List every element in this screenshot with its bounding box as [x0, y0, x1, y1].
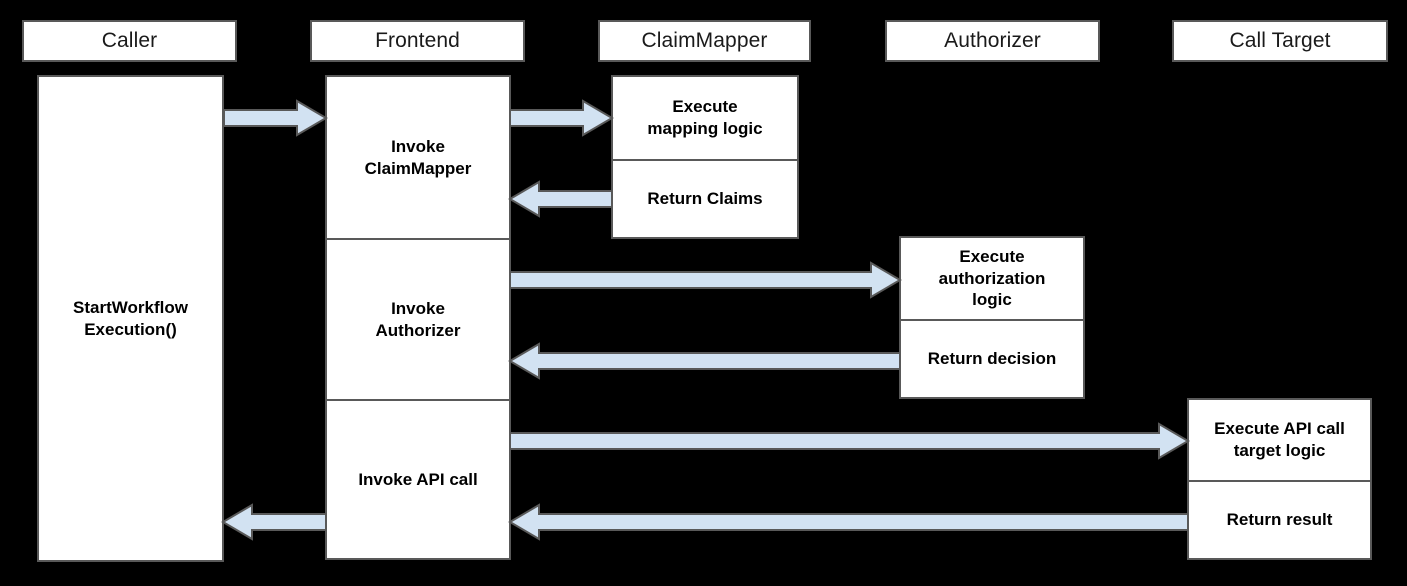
message-arrow-frontend-to-caller[interactable] [221, 503, 327, 541]
lifeline-header-caller-label: Caller [101, 29, 158, 52]
arrow-left-icon [508, 342, 901, 380]
lifeline-header-caller[interactable]: Caller [22, 20, 237, 62]
lifeline-header-calltarget-label: Call Target [1229, 29, 1331, 52]
arrow-right-icon [509, 261, 902, 299]
activation-calltarget-cell-return-result: Return result [1189, 480, 1370, 558]
activation-authorizer-cell-return-decision: Return decision [901, 319, 1083, 397]
activation-claimmapper-label-1: Return Claims [647, 189, 763, 209]
message-arrow-caller-to-frontend[interactable] [223, 99, 328, 137]
activation-calltarget-label-1: Return result [1226, 510, 1333, 530]
lifeline-header-authorizer[interactable]: Authorizer [885, 20, 1100, 62]
activation-frontend-cell-invoke-api-call: Invoke API call [327, 399, 509, 558]
message-arrow-frontend-to-calltarget[interactable] [509, 422, 1190, 460]
arrow-right-icon [509, 422, 1190, 460]
lifeline-header-frontend[interactable]: Frontend [310, 20, 525, 62]
lifeline-header-authorizer-label: Authorizer [944, 29, 1041, 52]
message-arrow-calltarget-to-frontend[interactable] [508, 503, 1189, 541]
arrow-left-icon [508, 180, 613, 218]
activation-claimmapper-cell-return-claims: Return Claims [613, 159, 797, 237]
lifeline-header-calltarget[interactable]: Call Target [1172, 20, 1388, 62]
lifeline-header-claimmapper-label: ClaimMapper [641, 29, 768, 52]
arrow-left-icon [508, 503, 1189, 541]
arrow-right-icon [223, 99, 328, 137]
activation-frontend-label-2: Invoke API call [358, 469, 478, 489]
arrow-left-icon [221, 503, 327, 541]
message-arrow-claimmapper-to-frontend[interactable] [508, 180, 613, 218]
activation-authorizer-label-1: Return decision [927, 349, 1057, 369]
message-arrow-frontend-to-claimmapper[interactable] [509, 99, 614, 137]
message-arrow-authorizer-to-frontend[interactable] [508, 342, 901, 380]
lifeline-header-frontend-label: Frontend [375, 29, 460, 52]
lifeline-header-claimmapper[interactable]: ClaimMapper [598, 20, 811, 62]
message-arrow-frontend-to-authorizer[interactable] [509, 261, 902, 299]
arrow-right-icon [509, 99, 614, 137]
